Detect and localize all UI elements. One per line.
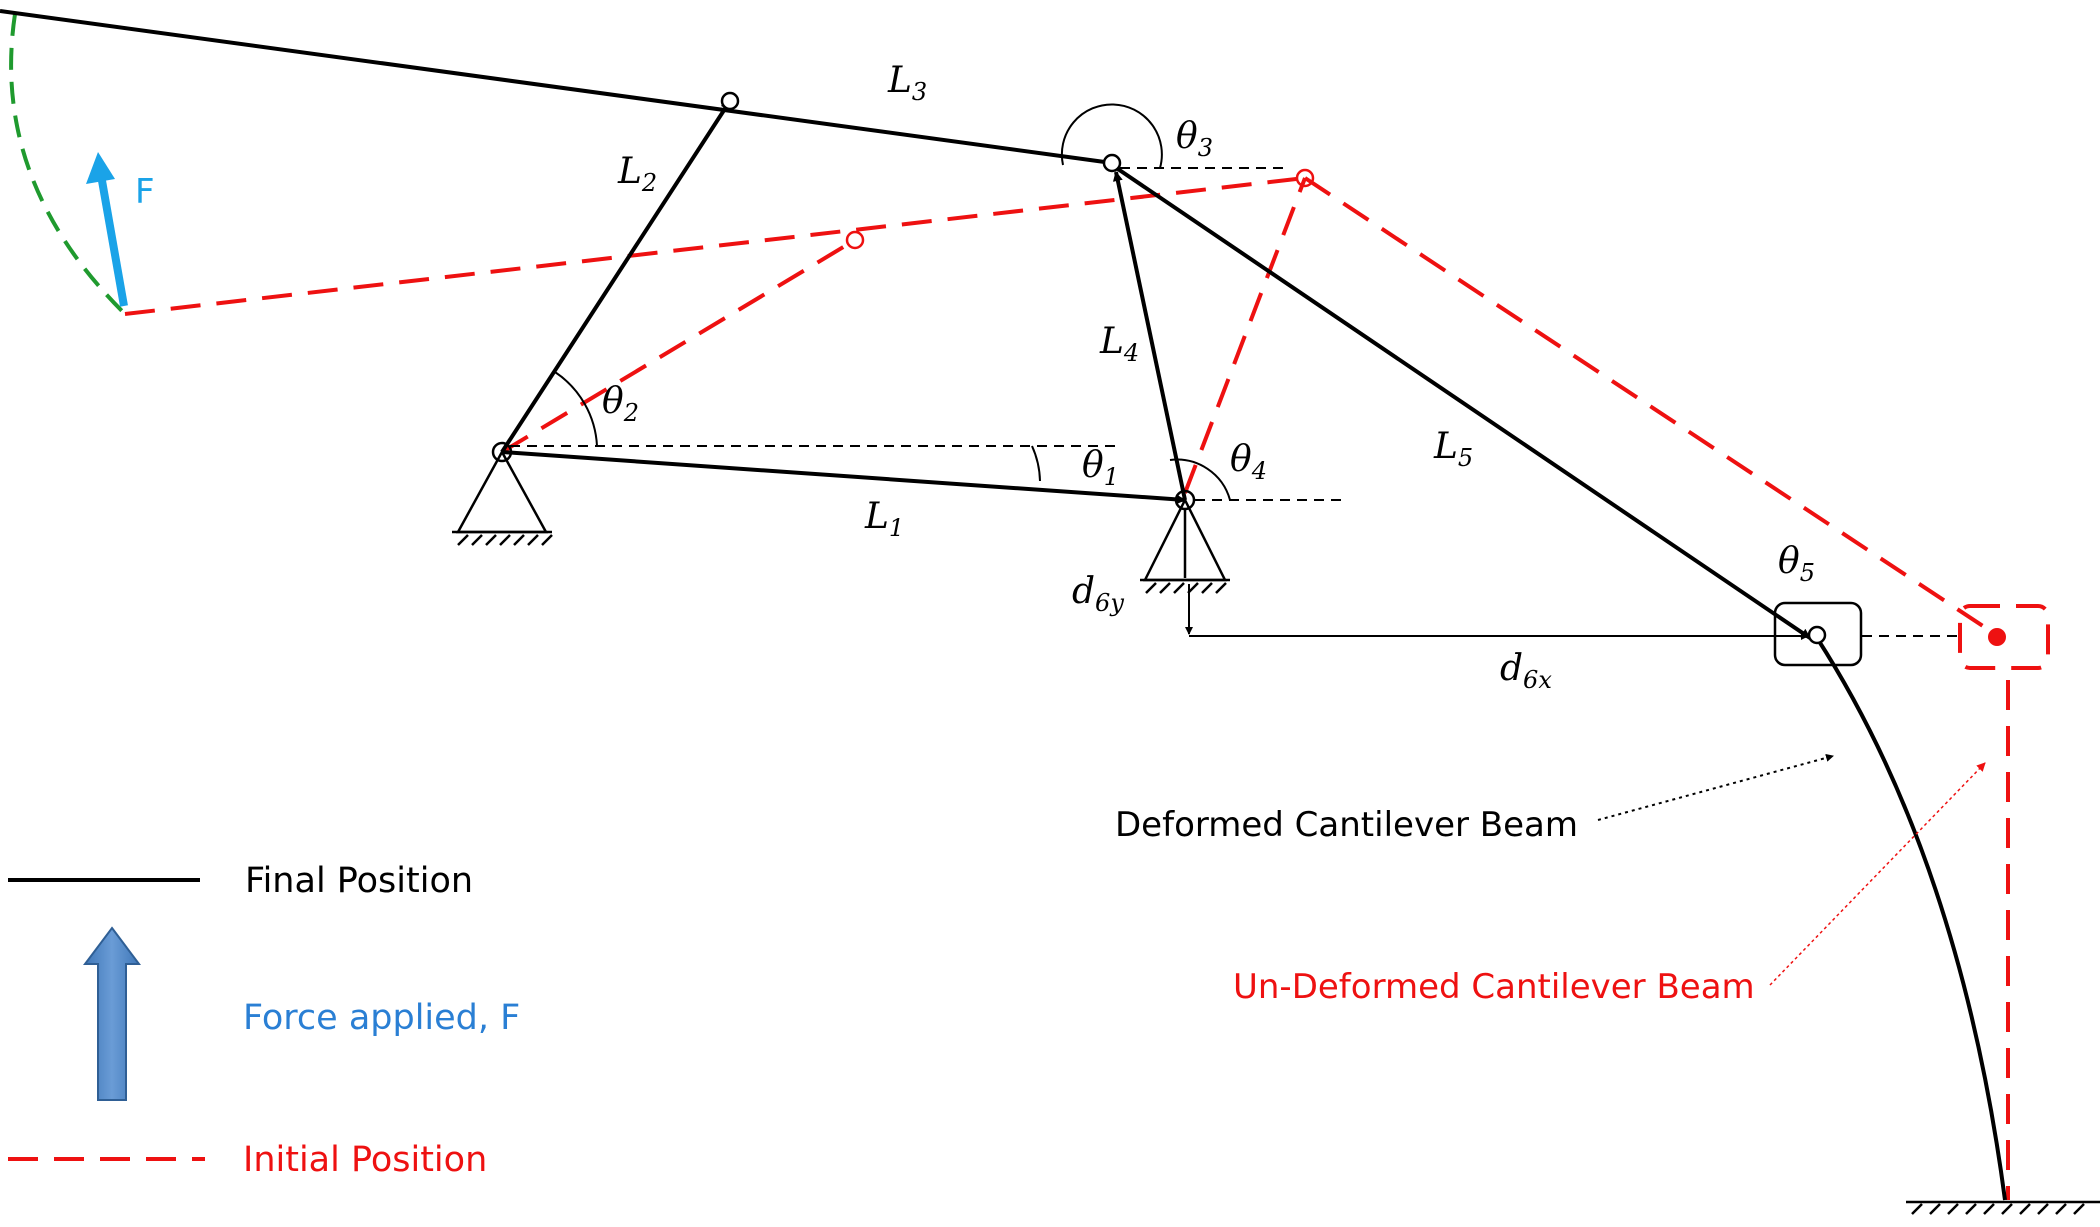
undeformed-beam-label: Un-Deformed Cantilever Beam: [1233, 967, 1755, 1007]
label-L3: L3: [887, 60, 927, 106]
legend-initial-label: Initial Position: [243, 1140, 487, 1180]
label-L4: L4: [1099, 321, 1139, 367]
displacement-dimensions: [1185, 584, 1809, 640]
initial-joints: [845, 168, 1315, 250]
reference-lines: [510, 167, 1960, 637]
beam-ground: [1906, 1200, 2100, 1215]
angle-arcs: [554, 103, 1231, 501]
label-L5: L5: [1433, 426, 1473, 472]
label-theta4: θ4: [1230, 439, 1267, 485]
legend-final-label: Final Position: [245, 861, 473, 901]
label-theta1: θ1: [1082, 445, 1119, 491]
annotation-pointers: [1597, 753, 1986, 986]
initial-slider-joint: [1988, 628, 2006, 646]
label-d6x: d6x: [1500, 648, 1552, 694]
label-L1: L1: [864, 496, 904, 542]
force-arrow: [86, 152, 128, 307]
label-theta5: θ5: [1778, 541, 1815, 587]
ground-pivot-right: [1140, 489, 1230, 594]
initial-position-linkage: [124, 176, 2050, 1200]
ground-pivot-left: [452, 441, 553, 546]
deformed-beam-label: Deformed Cantilever Beam: [1115, 805, 1578, 845]
legend: Final Position Force applied, F Initial …: [8, 861, 520, 1180]
label-d6y: d6y: [1072, 571, 1124, 617]
label-theta2: θ2: [602, 381, 639, 427]
legend-force-label: Force applied, F: [243, 998, 520, 1038]
force-label: F: [135, 172, 155, 212]
label-L2: L2: [617, 151, 657, 197]
final-position-linkage: [0, 9, 2007, 1201]
input-trajectory-arc: [9, 13, 127, 316]
label-theta3: θ3: [1176, 116, 1213, 162]
final-joints: [720, 91, 1827, 645]
legend-force-swatch: [83, 926, 141, 1101]
